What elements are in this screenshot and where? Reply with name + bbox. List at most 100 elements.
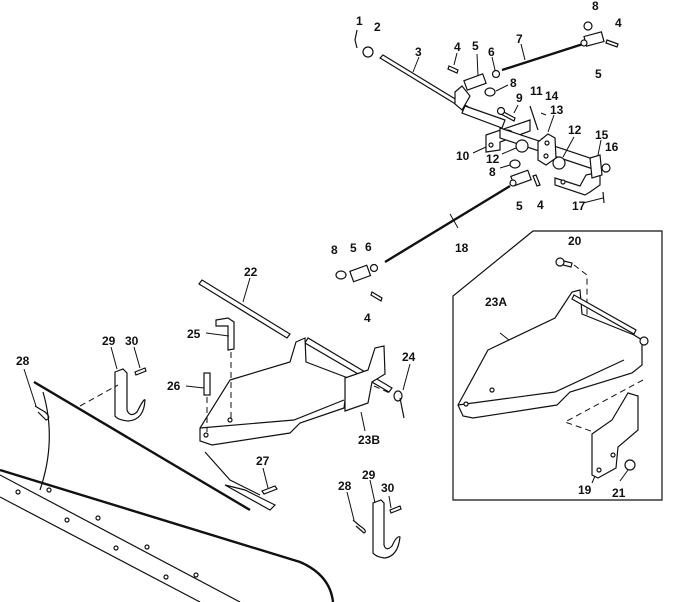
blade-mount-tab xyxy=(224,484,277,511)
part-13-plate xyxy=(537,133,557,166)
blade-hole xyxy=(46,487,52,493)
part-23a-hole xyxy=(489,387,495,393)
part-8-washer-mid xyxy=(509,159,521,169)
leader-10 xyxy=(472,146,487,154)
leader-5a xyxy=(476,53,479,77)
part-11-pin xyxy=(529,105,539,131)
label-part-4c: 4 xyxy=(537,198,544,212)
leader-23a xyxy=(499,332,510,341)
leader-28a xyxy=(23,368,37,407)
part-29-hook-left xyxy=(114,368,146,422)
label-part-28a: 28 xyxy=(16,354,30,368)
label-part-30b: 30 xyxy=(381,481,395,495)
label-part-20: 20 xyxy=(568,234,582,248)
label-part-5a: 5 xyxy=(472,39,479,53)
leader-27 xyxy=(262,467,269,489)
part-6-nut-upper xyxy=(491,69,501,79)
label-part-12b: 12 xyxy=(568,123,582,137)
leader-25 xyxy=(205,332,230,337)
label-part-12a: 12 xyxy=(486,152,500,166)
label-part-27: 27 xyxy=(256,454,270,468)
part-9-bolt-head xyxy=(496,106,506,116)
leader-19 xyxy=(591,475,596,484)
leader-15 xyxy=(597,139,602,156)
part-22-rod xyxy=(198,279,291,339)
part-12-bushing-left xyxy=(515,139,529,153)
part-4-pin-lower xyxy=(370,291,383,302)
part-10-bracket-hole xyxy=(488,142,494,148)
label-part-8b: 8 xyxy=(510,76,517,90)
blade-hole xyxy=(95,515,101,521)
part-17-bracket xyxy=(554,171,601,196)
part-13-plate-hole1 xyxy=(544,140,550,146)
part-23b-hole xyxy=(227,417,233,423)
leader-24 xyxy=(402,363,411,391)
label-part-9: 9 xyxy=(516,91,523,105)
part-23b-frame-edge xyxy=(199,399,345,429)
part-15-plate xyxy=(589,154,603,179)
part-17-pin xyxy=(602,191,605,204)
label-part-4d: 4 xyxy=(364,311,371,325)
blade-bottom-rail2 xyxy=(0,496,201,602)
part-13-plate-hole2 xyxy=(543,153,549,159)
leader-6a xyxy=(491,56,496,71)
part-5-clevis-lower xyxy=(349,264,372,283)
label-part-15: 15 xyxy=(595,128,609,142)
part-5-clevis-right-end xyxy=(580,39,588,47)
part-23b-frame xyxy=(199,337,349,446)
blade-mount-link xyxy=(204,451,261,496)
part-labels: 1 2 3 4 5 6 7 8 4 5 8 9 11 14 13 10 12 1… xyxy=(16,0,626,500)
blade-top-edge xyxy=(33,380,251,512)
label-part-5b: 5 xyxy=(595,67,602,81)
label-part-26: 26 xyxy=(167,379,181,393)
label-part-11: 11 xyxy=(530,84,543,98)
part-29-dashed-guide-left xyxy=(79,384,119,407)
leader-12a xyxy=(501,147,517,155)
part-23a-frame-edge xyxy=(457,359,625,406)
part-17-bracket-hole xyxy=(560,179,566,185)
blade-hole xyxy=(113,545,119,551)
part-23a-hole2 xyxy=(463,401,469,407)
leader-13 xyxy=(547,114,555,133)
blade-hole xyxy=(64,517,70,523)
part-2-cap xyxy=(362,46,374,58)
leader-8c xyxy=(499,164,511,169)
label-part-6d: 6 xyxy=(365,240,372,254)
blade-bottom-rail xyxy=(0,474,241,602)
part-5-clevis-upper xyxy=(463,73,487,91)
leader-9 xyxy=(513,104,519,114)
leader-30b xyxy=(388,495,392,509)
leader-26 xyxy=(185,385,205,389)
blade-front-edge xyxy=(0,468,335,602)
part-18-rod xyxy=(384,184,511,264)
label-part-5c: 5 xyxy=(516,199,523,213)
label-part-3: 3 xyxy=(415,45,422,59)
leader-3 xyxy=(412,56,420,73)
label-part-10: 10 xyxy=(456,149,470,163)
top-linkage-assembly xyxy=(354,21,619,204)
part-23a-rod-end xyxy=(639,336,649,346)
part-28-cotter-left xyxy=(34,405,50,421)
label-part-23b: 23B xyxy=(358,433,380,447)
part-27-clip xyxy=(261,485,278,495)
part-4-pin-right xyxy=(605,39,619,48)
part-26-pin xyxy=(203,372,211,396)
label-part-6a: 6 xyxy=(488,45,495,59)
label-part-29a: 29 xyxy=(102,334,116,348)
part-30-bolt-right xyxy=(389,505,402,514)
part-7-rod xyxy=(501,42,584,72)
label-part-29b: 29 xyxy=(362,468,376,482)
label-part-16: 16 xyxy=(605,140,619,154)
part-24-dashed-guide xyxy=(373,385,393,395)
label-part-28b: 28 xyxy=(338,479,352,493)
part-28-cotter-right xyxy=(352,519,366,534)
middle-clevis-group xyxy=(335,263,383,302)
blade-hole xyxy=(163,574,169,580)
leader-21 xyxy=(619,469,629,482)
label-part-7: 7 xyxy=(516,32,523,46)
label-part-22: 22 xyxy=(244,265,258,279)
part-8-washer-lower xyxy=(335,270,347,280)
blade-hole xyxy=(15,489,21,495)
part-19-bracket-hole xyxy=(596,467,602,473)
